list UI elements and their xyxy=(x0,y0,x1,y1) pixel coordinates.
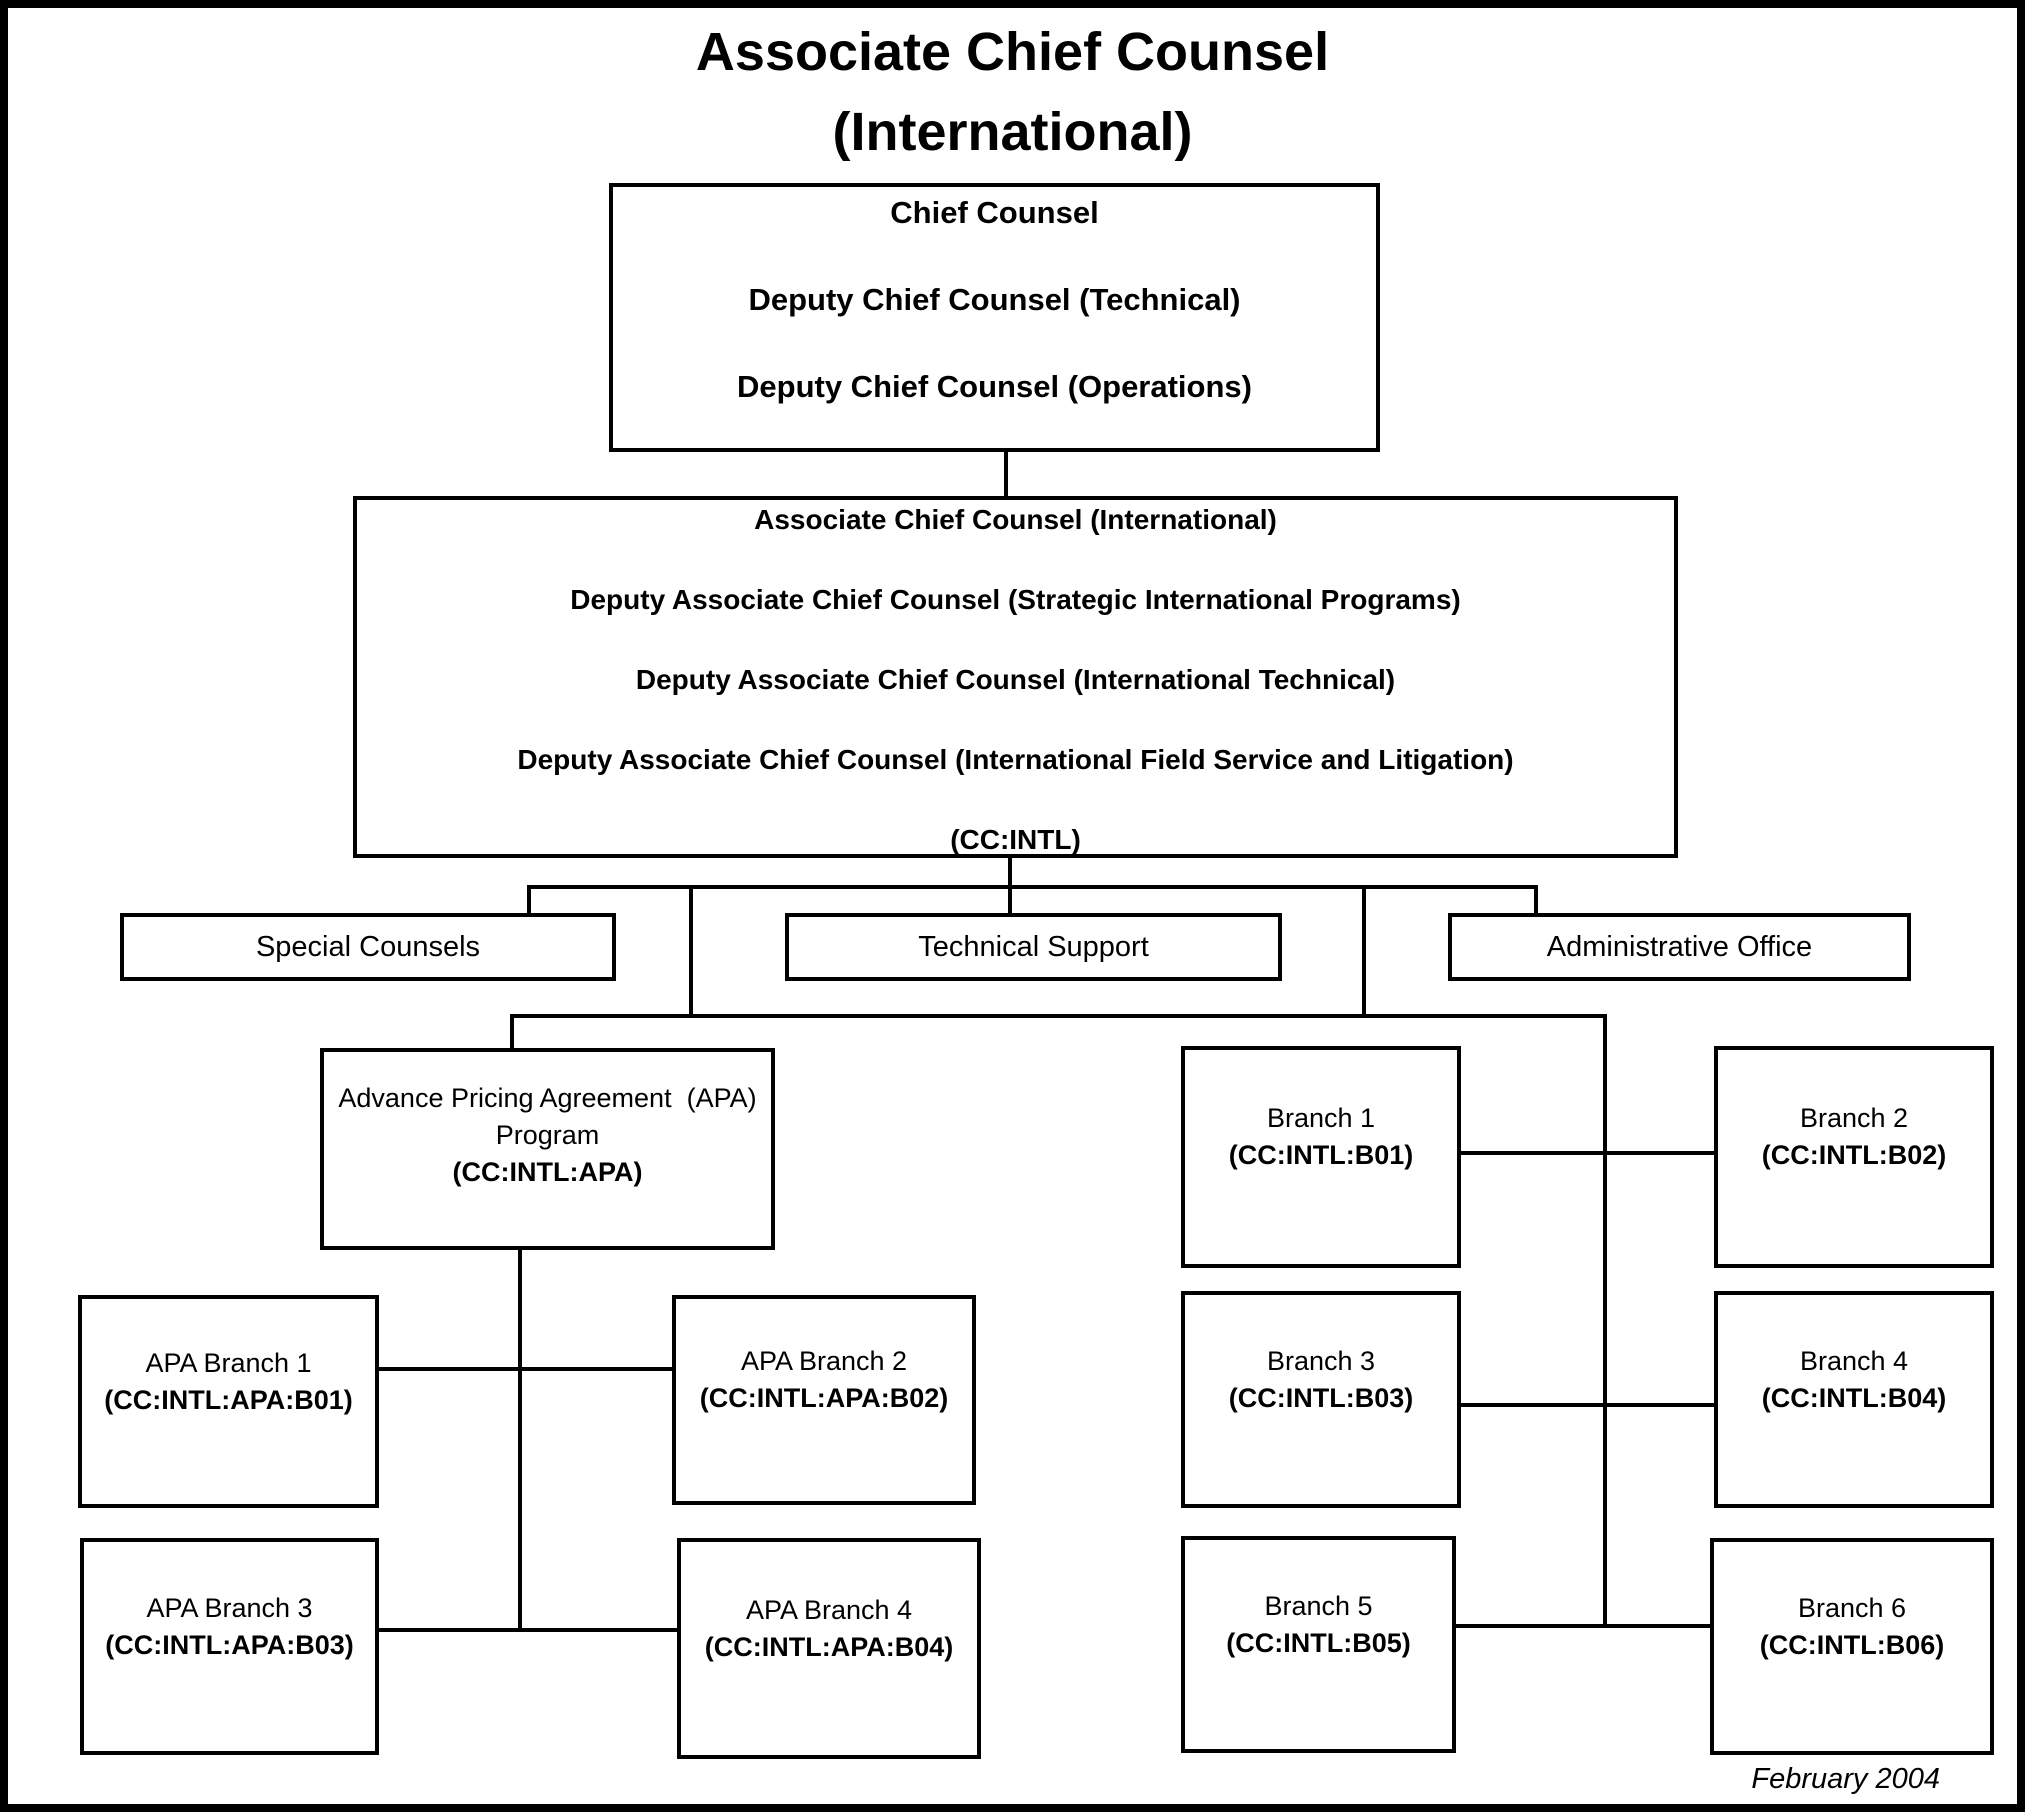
administrative-office-box: Administrative Office xyxy=(1448,913,1911,981)
branch-2-box: Branch 2 (CC:INTL:B02) xyxy=(1714,1046,1994,1268)
connector-intl-to-row1 xyxy=(1008,856,1012,887)
apa-branch-2-name: APA Branch 2 xyxy=(740,1346,908,1376)
branch-2-code: (CC:INTL:B02) xyxy=(1761,1140,1947,1170)
apa-branch-1-name: APA Branch 1 xyxy=(145,1347,312,1378)
apa-branch-4-name: APA Branch 4 xyxy=(745,1594,913,1625)
apa-branch-3-code: (CC:INTL:APA:B03) xyxy=(105,1629,354,1660)
connector-branch1-branch2 xyxy=(1459,1151,1716,1155)
connector-apa-branch1-branch2 xyxy=(377,1367,674,1371)
connector-apa-branch3-branch4 xyxy=(377,1628,679,1632)
apa-program-box: Advance Pricing Agreement (APA) Program … xyxy=(320,1048,775,1250)
connector-chief-to-intl xyxy=(1004,452,1008,496)
deputy-chief-counsel-operations: Deputy Chief Counsel (Operations) xyxy=(737,369,1252,404)
apa-branch-2-box: APA Branch 2 (CC:INTL:APA:B02) xyxy=(672,1295,976,1505)
technical-support-box: Technical Support xyxy=(785,913,1282,981)
apa-program-name-line2: Program xyxy=(495,1120,600,1150)
branch-6-code: (CC:INTL:B06) xyxy=(1759,1629,1945,1660)
apa-branch-4-box: APA Branch 4 (CC:INTL:APA:B04) xyxy=(677,1538,981,1759)
branch-4-code: (CC:INTL:B04) xyxy=(1761,1382,1947,1413)
connector-row2-horizontal xyxy=(510,1014,1607,1018)
technical-support-label: Technical Support xyxy=(918,931,1149,963)
apa-branch-1-code: (CC:INTL:APA:B01) xyxy=(104,1384,353,1415)
branch-4-box: Branch 4 (CC:INTL:B04) xyxy=(1714,1291,1994,1508)
branch-1-box: Branch 1 (CC:INTL:B01) xyxy=(1181,1046,1461,1268)
apa-program-code: (CC:INTL:APA) xyxy=(452,1157,643,1187)
chief-counsel-title: Chief Counsel xyxy=(890,195,1099,230)
chart-title-line1: Associate Chief Counsel xyxy=(695,22,1330,82)
branch-3-box: Branch 3 (CC:INTL:B03) xyxy=(1181,1291,1461,1508)
cc-intl-code: (CC:INTL) xyxy=(950,824,1081,855)
branch-5-box: Branch 5 (CC:INTL:B05) xyxy=(1181,1536,1456,1753)
connector-drop-right-to-row2 xyxy=(1362,885,1366,1016)
connector-row1-horizontal xyxy=(527,885,1538,889)
special-counsels-label: Special Counsels xyxy=(255,931,481,963)
branch-3-name: Branch 3 xyxy=(1266,1345,1376,1376)
branch-3-code: (CC:INTL:B03) xyxy=(1228,1382,1414,1413)
branch-5-name: Branch 5 xyxy=(1264,1590,1373,1621)
apa-branch-3-name: APA Branch 3 xyxy=(146,1592,313,1623)
connector-branch3-branch4 xyxy=(1459,1403,1716,1407)
deputy-chief-counsel-technical: Deputy Chief Counsel (Technical) xyxy=(748,282,1241,317)
connector-drop-left-to-row2 xyxy=(689,885,693,1016)
deputy-acc-international-field-service-litigation: Deputy Associate Chief Counsel (Internat… xyxy=(517,744,1514,775)
apa-branch-1-box: APA Branch 1 (CC:INTL:APA:B01) xyxy=(78,1295,379,1508)
deputy-acc-strategic-international-programs: Deputy Associate Chief Counsel (Strategi… xyxy=(570,584,1461,615)
connector-branch5-branch6 xyxy=(1454,1624,1712,1628)
apa-branch-3-box: APA Branch 3 (CC:INTL:APA:B03) xyxy=(80,1538,379,1755)
connector-trunk-branches xyxy=(1603,1014,1607,1628)
branch-1-code: (CC:INTL:B01) xyxy=(1228,1140,1414,1170)
associate-chief-counsel-international-box: Associate Chief Counsel (International) … xyxy=(353,496,1678,858)
branch-6-box: Branch 6 (CC:INTL:B06) xyxy=(1710,1538,1994,1755)
branch-6-name: Branch 6 xyxy=(1797,1592,1907,1623)
branch-5-code: (CC:INTL:B05) xyxy=(1226,1627,1411,1658)
chart-title-line2: (International) xyxy=(832,102,1193,162)
administrative-office-label: Administrative Office xyxy=(1546,931,1813,963)
acc-international-title: Associate Chief Counsel (International) xyxy=(754,504,1277,535)
branch-1-name: Branch 1 xyxy=(1266,1103,1376,1133)
connector-drop-technical-support xyxy=(1008,885,1012,915)
connector-drop-administrative-office xyxy=(1534,885,1538,915)
connector-trunk-apa-branches xyxy=(518,1248,522,1632)
apa-branch-2-code: (CC:INTL:APA:B02) xyxy=(699,1383,949,1413)
chart-date: February 2004 xyxy=(1751,1763,1940,1795)
branch-2-name: Branch 2 xyxy=(1799,1103,1909,1133)
deputy-acc-international-technical: Deputy Associate Chief Counsel (Internat… xyxy=(635,664,1396,695)
special-counsels-box: Special Counsels xyxy=(120,913,616,981)
connector-drop-special-counsels xyxy=(527,885,531,915)
apa-branch-4-code: (CC:INTL:APA:B04) xyxy=(704,1631,954,1662)
apa-program-name-line1: Advance Pricing Agreement (APA) xyxy=(338,1083,757,1113)
chart-title: Associate Chief Counsel (International) xyxy=(0,12,2025,172)
connector-drop-apa-program xyxy=(510,1014,514,1050)
branch-4-name: Branch 4 xyxy=(1799,1345,1909,1376)
chief-counsel-box: Chief Counsel Deputy Chief Counsel (Tech… xyxy=(609,183,1380,452)
